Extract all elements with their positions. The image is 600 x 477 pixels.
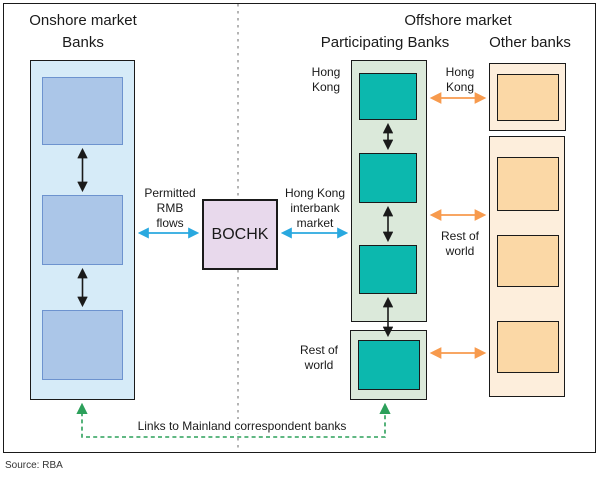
bochk-node: BOCHK [202, 199, 278, 270]
other-bank-box-4 [497, 321, 559, 373]
source-note: Source: RBA [5, 460, 63, 471]
onshore-bank-box-2 [42, 195, 123, 265]
other-bank-box-2 [497, 157, 559, 211]
other-banks-title: Other banks [489, 34, 571, 51]
permitted-rmb-flows-label: Permitted RMB flows [144, 186, 196, 230]
rest-of-world-label-participating: Rest of world [299, 343, 338, 372]
onshore-bank-box-3 [42, 310, 123, 380]
participating-banks-title: Participating Banks [320, 34, 450, 51]
other-bank-box-1 [497, 74, 559, 121]
onshore-market-title: Onshore market [29, 12, 137, 29]
links-to-mainland-label: Links to Mainland correspondent banks [122, 419, 362, 433]
hong-kong-label-participating: Hong Kong [311, 65, 341, 94]
hk-interbank-market-label: Hong Kong interbank market [284, 186, 346, 230]
rest-of-world-label-other: Rest of world [440, 229, 479, 258]
onshore-bank-box-1 [42, 77, 123, 145]
offshore-market-title: Offshore market [404, 12, 512, 29]
onshore-banks-subtitle: Banks [62, 34, 104, 51]
participating-bank-box-2 [359, 153, 417, 203]
participating-bank-box-1 [359, 73, 417, 120]
bochk-label: BOCHK [211, 225, 269, 243]
participating-bank-box-3 [359, 245, 417, 294]
rest-of-world-bank-box [358, 340, 420, 390]
hong-kong-label-other: Hong Kong [445, 65, 475, 94]
other-bank-box-3 [497, 235, 559, 287]
